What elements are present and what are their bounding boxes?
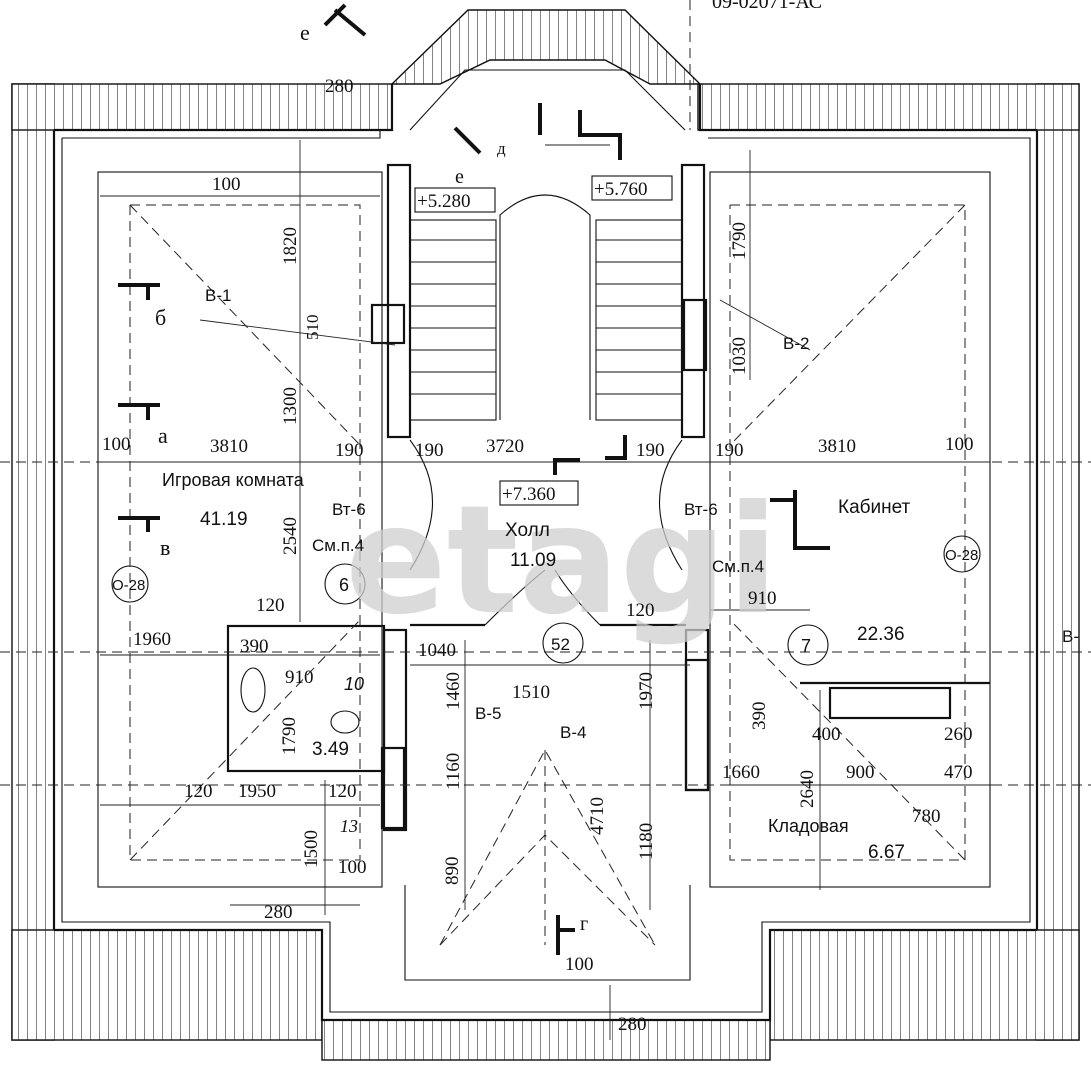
dim: 120 [328, 781, 357, 802]
mark-o28-left: О-28 [112, 577, 145, 594]
dim: 100 [338, 857, 367, 878]
dim: 780 [912, 806, 941, 827]
dim: 100 [565, 954, 594, 975]
dim: 900 [846, 762, 875, 783]
dim-3810-left: 3810 [210, 436, 248, 457]
dim-190-c: 190 [636, 440, 665, 461]
mark-smp4-right: См.п.4 [712, 557, 764, 576]
dim: 100 [212, 174, 241, 195]
dim-100-right: 100 [945, 434, 974, 455]
dims-top-row: 3810 190 190 3720 190 190 3810 100 100 [102, 434, 974, 461]
room-number-bath: 10 [344, 674, 364, 694]
level-mark-2: +5.760 [594, 179, 647, 200]
dim: 1790 [279, 717, 300, 755]
section-mark-e: е [455, 166, 464, 188]
room-area-bath: 3.49 [312, 739, 349, 760]
dim-190-a: 190 [335, 440, 364, 461]
dim: 510 [303, 315, 322, 341]
section-mark-a: а [158, 423, 168, 448]
dim-3810-right: 3810 [818, 436, 856, 457]
mark-smp4-left: См.п.4 [312, 536, 364, 555]
section-letters: е е д б а в г [155, 20, 588, 935]
mark-o28-right: О-28 [945, 547, 978, 564]
dim-3720: 3720 [486, 436, 524, 457]
dims-misc: 280 100 1820 510 1300 1790 1030 2540 120… [133, 76, 973, 1035]
dim: 1160 [443, 753, 464, 790]
room-number-game: 6 [339, 575, 349, 595]
room-name-game: Игровая комната [162, 470, 305, 490]
dim: 1180 [636, 823, 657, 860]
dim: 1820 [280, 227, 301, 265]
mark-v-edge: В- [1062, 627, 1079, 646]
room-area-storage: 6.67 [868, 842, 905, 863]
dim: 1510 [512, 682, 550, 703]
roof-perimeter [11, 9, 1080, 1061]
outer-walls [52, 69, 1039, 1022]
mark-v4: В-4 [560, 723, 586, 742]
mark-v5: В-5 [475, 704, 501, 723]
mark-vt6-left: Вт-6 [332, 500, 366, 519]
dim-190-d: 190 [715, 440, 744, 461]
dimension-lines [100, 140, 1000, 1040]
dim: 1790 [729, 222, 750, 260]
level-mark-1: +5.280 [417, 191, 470, 212]
dim: 1960 [133, 629, 171, 650]
section-mark-g: г [580, 913, 588, 935]
dim: 1500 [301, 830, 322, 868]
dim: 390 [240, 636, 269, 657]
dim: 280 [618, 1014, 647, 1035]
dim: 1660 [722, 762, 760, 783]
dim: 390 [749, 702, 770, 731]
mark-vt6-right: Вт-6 [684, 500, 718, 519]
dim: 400 [812, 724, 841, 745]
room-number-hall: 52 [551, 635, 570, 654]
dim: 260 [944, 724, 973, 745]
level-mark-3: +7.360 [502, 484, 555, 505]
section-mark-v: в [160, 535, 170, 560]
dim: 910 [748, 588, 777, 609]
stair-treads [410, 239, 682, 395]
dim-100-left: 100 [102, 434, 131, 455]
mark-v2: В-2 [783, 334, 809, 353]
interior-walls [111, 163, 990, 832]
dim: 1040 [418, 640, 456, 661]
mark-v1: В-1 [205, 286, 231, 305]
sheet-code: 09-02071-АС [712, 0, 822, 13]
dim: 280 [264, 902, 293, 923]
dim: 1460 [443, 672, 464, 710]
dim: 120 [256, 595, 285, 616]
section-mark-e-top: е [300, 20, 310, 45]
room-labels: Игровая комната 41.19 6 Холл 11.09 52 Ка… [162, 470, 911, 863]
room-name-hall: Холл [505, 520, 550, 541]
room-area-hall: 11.09 [510, 550, 556, 571]
dim: 1950 [238, 781, 276, 802]
dim: 1300 [280, 387, 301, 425]
dim: 120 [184, 781, 213, 802]
room-name-storage: Кладовая [768, 816, 849, 836]
room-area-game: 41.19 [200, 509, 248, 530]
level-labels: +5.280 +5.760 +7.360 [417, 179, 647, 505]
section-mark-d: д [497, 139, 506, 158]
element-marks: В-1 В-2 В-4 В-5 Вт-6 Вт-6 См.п.4 См.п.4 … [112, 286, 1079, 836]
dim: 1970 [636, 672, 657, 710]
dim: 2540 [280, 517, 301, 555]
room-number-office: 7 [801, 636, 811, 656]
watermark: etagi [345, 474, 778, 648]
dim-190-b: 190 [415, 440, 444, 461]
dim: 4710 [587, 797, 608, 835]
dim: 280 [325, 76, 354, 97]
mark-13: 13 [340, 816, 358, 836]
dim: 120 [626, 600, 655, 621]
dim: 470 [944, 762, 973, 783]
level-boxes [414, 175, 673, 506]
room-name-office: Кабинет [838, 497, 911, 518]
dim: 2640 [797, 770, 818, 808]
section-mark-lines [118, 3, 830, 955]
dim: 890 [442, 857, 463, 886]
section-mark-b: б [155, 305, 166, 330]
room-area-office: 22.36 [857, 624, 905, 645]
dim: 910 [285, 667, 314, 688]
dim: 1030 [729, 337, 750, 375]
